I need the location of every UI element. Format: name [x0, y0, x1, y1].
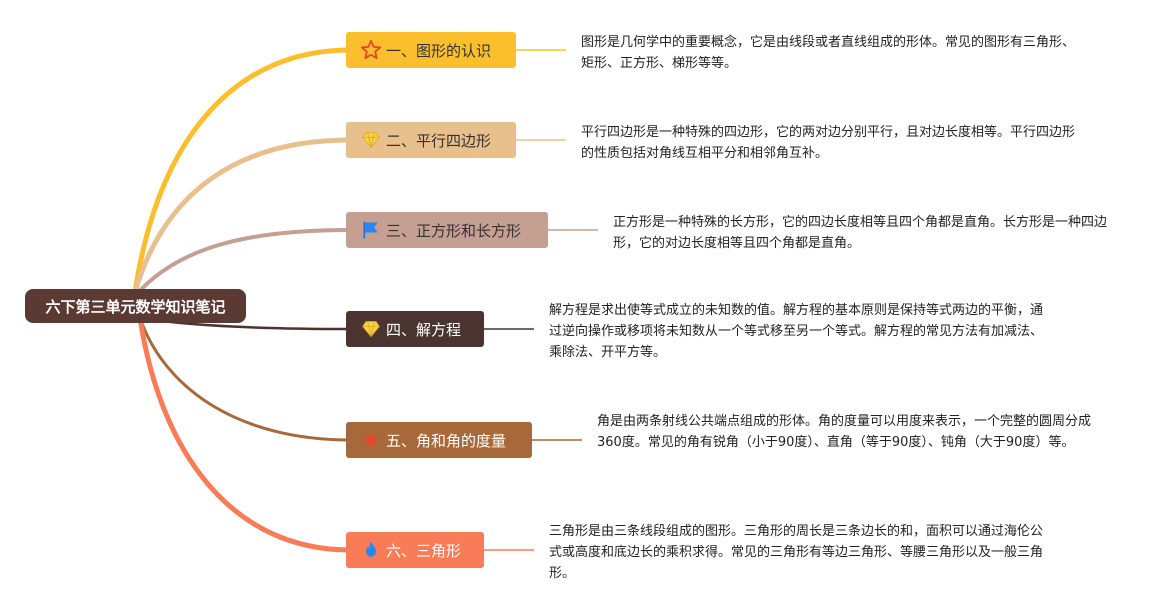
connector-5 [138, 316, 352, 442]
flame-icon [360, 539, 382, 561]
connector-1 [132, 47, 353, 295]
connector-6 [137, 315, 353, 553]
branch-label-1: 一、图形的认识 [386, 41, 492, 60]
branch-label-3: 三、正方形和长方形 [386, 221, 522, 240]
branch-desc-3: 正方形是一种特殊的长方形，它的四边长度相等且四个角都是直角。长方形是一种四边形，… [613, 215, 1108, 251]
flag-icon [360, 219, 382, 241]
branch-node-6[interactable]: 六、三角形 [346, 532, 484, 568]
diamond-icon [360, 129, 382, 151]
branch-node-3[interactable]: 三、正方形和长方形 [346, 212, 548, 248]
branch-label-5: 五、角和角的度量 [386, 431, 507, 450]
root-node[interactable]: 六下第三单元数学知识笔记 [25, 289, 246, 323]
branch-desc-4: 解方程是求出使等式成立的未知数的值。解方程的基本原则是保持等式两边的平衡，通过逆… [549, 303, 1044, 360]
branch-label-2: 二、平行四边形 [386, 131, 492, 150]
connector-2 [132, 137, 353, 295]
branch-node-2[interactable]: 二、平行四边形 [346, 122, 516, 158]
branch-desc-6: 三角形是由三条线段组成的图形。三角形的周长是三条边长的和，面积可以通过海伦公式或… [549, 524, 1044, 581]
branch-desc-2: 平行四边形是一种特殊的四边形，它的两对边分别平行，且对边长度相等。平行四边形的性… [581, 125, 1076, 161]
branch-desc-1: 图形是几何学中的重要概念，它是由线段或者直线组成的形体。常见的图形有三角形、矩形… [581, 35, 1076, 71]
star-filled-icon [360, 429, 382, 451]
branch-desc-5: 角是由两条射线公共端点组成的形体。角的度量可以用度来表示，一个完整的圆周分成36… [597, 414, 1092, 450]
star-outline-icon [360, 39, 382, 61]
connector-3 [133, 228, 352, 298]
branch-node-1[interactable]: 一、图形的认识 [346, 32, 516, 68]
branch-node-5[interactable]: 五、角和角的度量 [346, 422, 532, 458]
branch-label-4: 四、解方程 [386, 320, 462, 339]
root-title: 六下第三单元数学知识笔记 [45, 297, 226, 316]
diamond-icon [360, 318, 382, 340]
branch-label-6: 六、三角形 [386, 541, 462, 560]
branch-node-4[interactable]: 四、解方程 [346, 311, 484, 347]
